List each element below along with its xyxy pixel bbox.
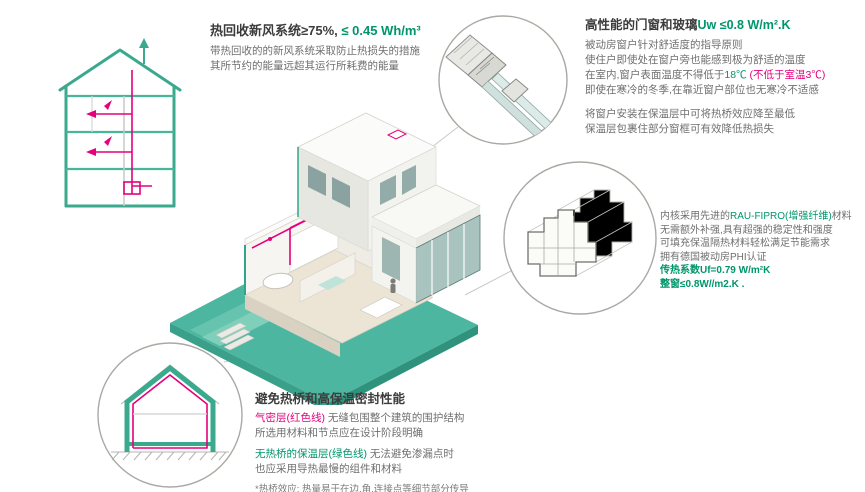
windows-body-line: 即使在寒冷的冬季,在靠近窗户部位也无寒冷不适感 [585, 84, 819, 96]
thermal-section: 避免热桥和高保温密封性能 气密层(红色线) 无缝包围整个建筑的围护结构 所选用材… [255, 388, 600, 492]
profile-uf-value: 传热系数Uf=0.79 W/m²K [660, 265, 771, 276]
profile-uw-value: 整窗≤0.8W//m2.K . [660, 278, 745, 290]
frame-profile [467, 52, 507, 88]
windows-temp-pre: 在室内,窗户表面温度不得低于 [585, 69, 725, 81]
glass-box-roof-edge [416, 206, 480, 248]
profile-section: 内核采用先进的RAU-FIPRO(增强纤维)材料 无需额外补强,具有超强的稳定性… [660, 210, 862, 291]
glass-mullions [431, 224, 465, 295]
hrv-title: 热回收新风系统≥75%, ≤ 0.45 Wh/m³ [210, 20, 445, 39]
hrv-body-line: 带热回收的的新风系统采取防止热损失的措施 [210, 45, 420, 57]
ground-hatching [111, 451, 229, 461]
isometric-house-drawing [170, 112, 481, 405]
thermal-body-line: 无热桥的保温层(绿色线) 无法避免渗漏点时 [255, 447, 600, 462]
glass-box-roof-edge-front [372, 217, 416, 248]
chamber-lines [528, 218, 596, 276]
upper-box-windows-left [308, 165, 350, 208]
windows-title-value: Uw ≤0.8 W/m².K [697, 18, 791, 32]
profile-body-line: 拥有德国被动房PHI认证 [660, 251, 767, 263]
thermal-footnote: *热桥效应: 热量易于在边,角,连接点等细节部分传导 [255, 484, 469, 492]
windows-body-line: 被动房窗户针对舒适度的指导原则 [585, 39, 743, 51]
airtight-layer-text: 无缝包围整个建筑的围护结构 [325, 412, 465, 424]
windows-temp-value: 18℃ [724, 69, 747, 81]
sash-bar [501, 78, 529, 103]
garden-stairs [215, 322, 255, 351]
thermal-title: 避免热桥和高保温密封性能 [255, 392, 406, 406]
airtight-layer-red [132, 373, 208, 449]
hrv-title-value: ≤ 0.45 Wh/m³ [341, 23, 421, 38]
hrv-house-drawing [58, 38, 182, 208]
profile-brand: RAU-FIPRO(增强纤维) [730, 211, 832, 222]
hrv-body-line: 其所节约的能量远超其运行所耗费的能量 [210, 60, 399, 72]
profile-front-face [527, 209, 597, 277]
windows-title: 高性能的门窗和玻璃Uw ≤0.8 W/m².K [585, 14, 857, 33]
glass-door [382, 237, 400, 281]
floor-slabs [66, 94, 174, 171]
terrain-edge-left [170, 323, 328, 405]
windows-body-line: 在室内,窗户表面温度不得低于18℃ (不低于室温3℃) [585, 68, 857, 83]
airflow-arrows [86, 100, 112, 156]
profile-body-line: 无需额外补强,具有超强的稳定性和强度 [660, 224, 833, 236]
thermal-envelope-circle [97, 342, 243, 488]
roof-vent-unit [386, 129, 408, 140]
profile-material-post: 材料 [831, 211, 852, 222]
foundation-edge [245, 295, 340, 357]
thermal-body-line: 所选用材料和节点应在设计阶段明确 [255, 427, 423, 439]
upper-box-windows-right [380, 165, 416, 205]
thermal-body-line: 气密层(红色线) 无缝包围整个建筑的围护结构 [255, 411, 600, 426]
building-envelope [58, 48, 182, 208]
person-figure [390, 278, 396, 293]
wall-hatching [453, 36, 485, 66]
windows-body-line: 使住户即使处在窗户旁也能感到极为舒适的温度 [585, 54, 806, 66]
profile-body-line: 内核采用先进的RAU-FIPRO(增强纤维)材料 [660, 210, 862, 224]
hrv-section: 热回收新风系统≥75%, ≤ 0.45 Wh/m³ 带热回收的的新风系统采取防止… [210, 20, 445, 74]
hrv-title-text: 热回收新风系统≥75%, [210, 23, 342, 38]
exhaust-arrow [139, 38, 149, 48]
insulation-layer-green [124, 364, 216, 452]
thermal-body-line: 也应采用导热最慢的组件和材料 [255, 463, 402, 475]
kitchen-counter [359, 296, 403, 319]
terrain-edge-right [328, 325, 478, 405]
supply-ducts [96, 70, 152, 195]
windows-body-line: 保温层包裹住部分窗框可有效降低热损失 [585, 123, 774, 135]
windows-temp-note: (不低于室温3℃) [746, 69, 826, 81]
windows-title-text: 高性能的门窗和玻璃 [585, 18, 698, 32]
profile-body-line: 可填充保温隔热材料轻松满足节能需求 [660, 238, 830, 249]
insulation-layer-label: 无热桥的保温层(绿色线) [255, 448, 367, 460]
airtight-layer-label: 气密层(红色线) [255, 412, 325, 424]
floor-rug [318, 276, 346, 290]
window-profile-detail-circle [503, 161, 657, 315]
profile-material-pre: 内核采用先进的 [660, 211, 730, 222]
windows-section: 高性能的门窗和玻璃Uw ≤0.8 W/m².K 被动房窗户针对舒适度的指导原则 … [585, 14, 857, 137]
window-corner-detail-circle [438, 15, 568, 145]
detail-circle-outline [97, 342, 243, 488]
insulation-layer-text: 无法避免渗漏点时 [367, 448, 454, 460]
windows-body-line: 将窗户安装在保温层中可将热桥效应降至最低 [585, 108, 795, 120]
bathtub [262, 272, 294, 290]
